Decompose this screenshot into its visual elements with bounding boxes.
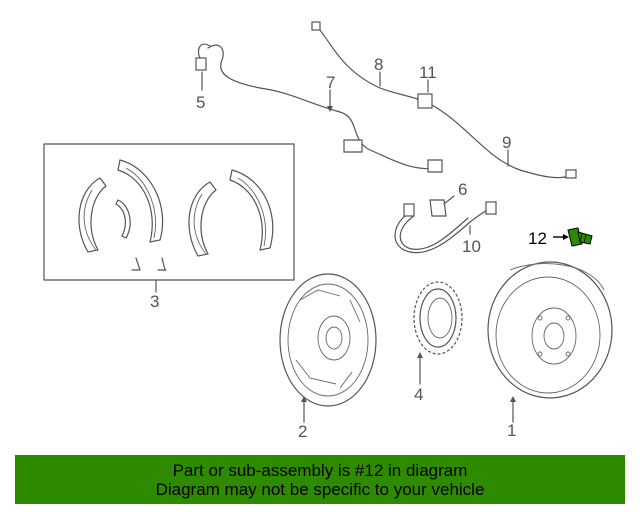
brake-fitting[interactable]	[417, 79, 433, 109]
callout-3: 3	[150, 292, 159, 311]
bolt-part-12[interactable]	[553, 227, 593, 247]
callout-4: 4	[414, 385, 423, 404]
callout-10: 10	[462, 237, 481, 256]
backing-plate[interactable]	[279, 273, 377, 423]
callout-11: 11	[419, 63, 437, 82]
callout-1: 1	[507, 421, 516, 440]
hose-bracket[interactable]	[429, 195, 455, 217]
shoe-kit-frame	[43, 143, 295, 281]
banner-line-2: Diagram may not be specific to your vehi…	[155, 479, 485, 499]
callout-8: 8	[374, 55, 383, 74]
callout-9: 9	[502, 133, 511, 152]
callout-12: 12	[528, 229, 547, 248]
brake-drum[interactable]	[487, 261, 613, 423]
callout-2: 2	[298, 422, 307, 441]
tone-ring[interactable]	[413, 281, 463, 385]
banner-line-1: Part or sub-assembly is #12 in diagram	[172, 460, 468, 480]
callout-5: 5	[196, 93, 205, 112]
brake-line[interactable]	[311, 21, 577, 179]
callout-7: 7	[326, 73, 335, 92]
brake-hose[interactable]	[394, 201, 497, 254]
abs-wire-harness[interactable]	[195, 43, 443, 173]
part-notice-banner: Part or sub-assembly is #12 in diagram D…	[15, 455, 625, 504]
brake-shoe-kit[interactable]	[43, 143, 295, 293]
callout-6: 6	[458, 180, 467, 199]
